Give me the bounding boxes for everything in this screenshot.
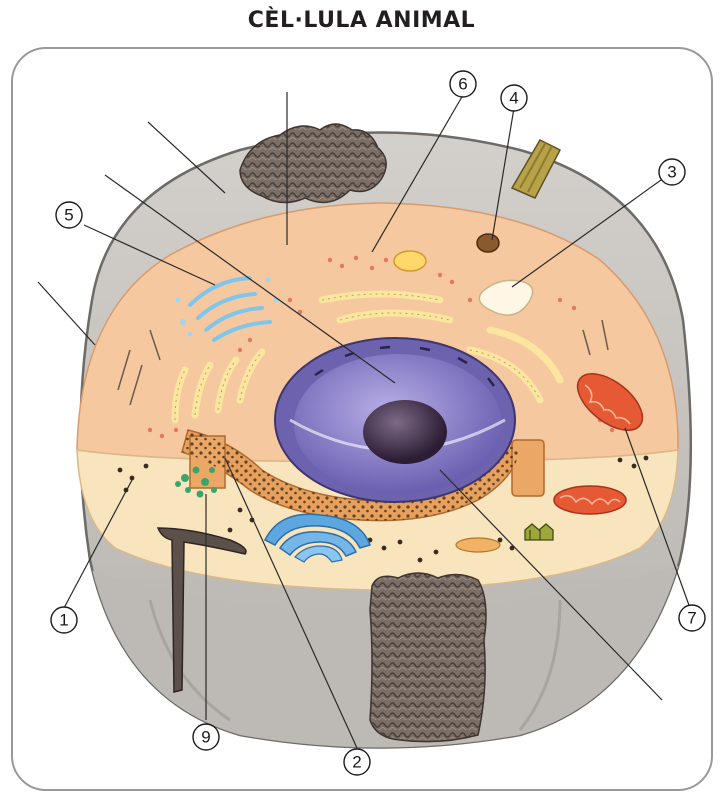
callout-7: 7 xyxy=(679,605,705,631)
callout-3: 3 xyxy=(659,159,685,185)
animal-cell xyxy=(60,124,700,796)
svg-text:6: 6 xyxy=(458,75,467,94)
callout-2: 2 xyxy=(344,749,370,775)
callout-9: 9 xyxy=(193,724,219,750)
svg-text:1: 1 xyxy=(59,611,68,630)
svg-text:7: 7 xyxy=(687,609,696,628)
nucleolus xyxy=(363,400,447,464)
nucleus xyxy=(275,338,515,502)
svg-text:5: 5 xyxy=(64,206,73,225)
vesicle xyxy=(456,538,500,552)
cell-junction-bottom xyxy=(370,573,486,742)
svg-text:3: 3 xyxy=(667,163,676,182)
callout-5: 5 xyxy=(56,202,82,228)
callout-1: 1 xyxy=(51,607,77,633)
callout-4: 4 xyxy=(501,85,527,111)
svg-text:9: 9 xyxy=(201,728,210,747)
lysosome xyxy=(477,234,499,252)
cell-junction-top xyxy=(240,124,386,203)
callout-6: 6 xyxy=(450,71,476,97)
peroxisome xyxy=(394,251,426,271)
svg-text:4: 4 xyxy=(509,89,518,108)
svg-text:2: 2 xyxy=(352,753,361,772)
